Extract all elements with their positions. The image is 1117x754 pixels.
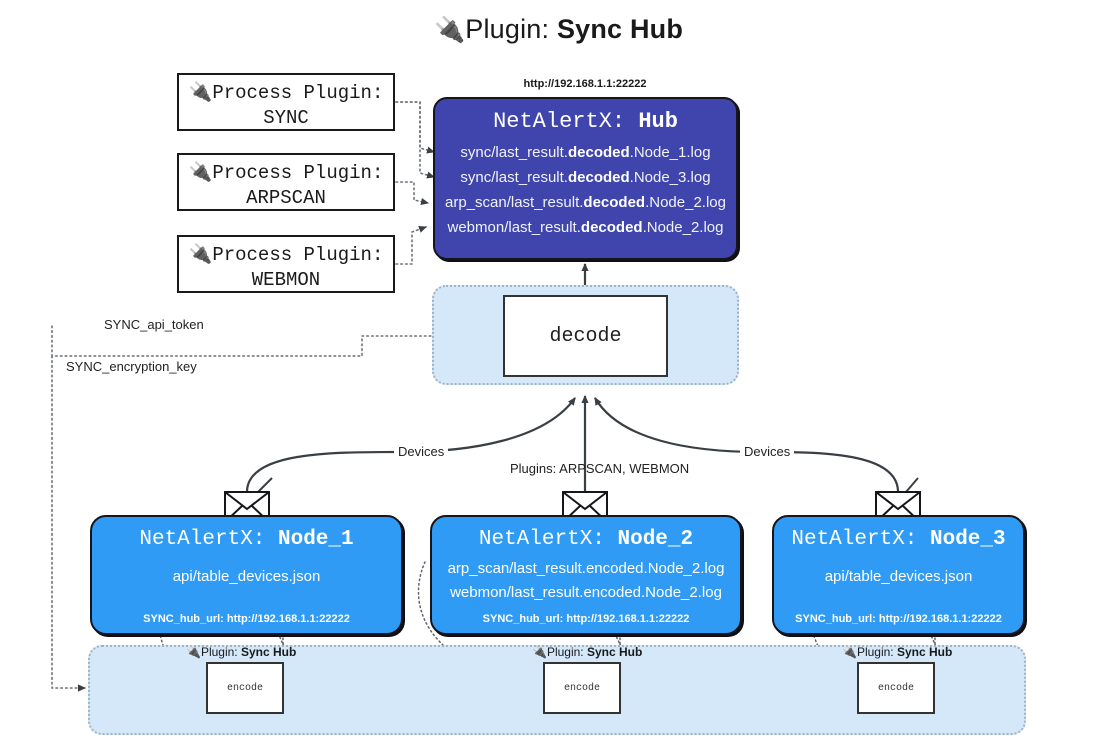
- node-data-line: api/table_devices.json: [172, 568, 321, 585]
- node-url-label: SYNC_hub_url: http://192.168.1.1:22222: [143, 613, 350, 625]
- encoder-caption-2: 🔌Plugin: Sync Hub: [532, 645, 643, 659]
- hub-log-line: webmon/last_result.decoded.Node_2.log: [447, 218, 724, 236]
- decode-label: decode: [549, 324, 622, 348]
- plug-icon: 🔌: [188, 82, 213, 104]
- edge-label-devices-right: Devices: [740, 444, 795, 459]
- process-plugin-value: SYNC: [263, 107, 309, 130]
- node-url-label: SYNC_hub_url: http://192.168.1.1:22222: [482, 613, 690, 625]
- encode-box-3[interactable]: encode: [857, 662, 935, 714]
- encode-label: encode: [226, 682, 263, 694]
- node-data-line: api/table_devices.json: [824, 568, 973, 585]
- config-label-encryption-key: SYNC_encryption_key: [62, 359, 201, 374]
- config-label-api-token: SYNC_api_token: [100, 317, 208, 332]
- hub-box[interactable]: NetAlertX: Hub sync/last_result.decoded.…: [433, 97, 738, 260]
- encoder-caption-3: 🔌Plugin: Sync Hub: [842, 645, 953, 659]
- encode-box-2[interactable]: encode: [543, 662, 621, 714]
- hub-title: NetAlertX: Hub: [493, 109, 678, 134]
- node-box-node-2[interactable]: NetAlertX: Node_2 arp_scan/last_result.e…: [430, 515, 742, 635]
- node-box-node-1[interactable]: NetAlertX: Node_1 api/table_devices.json…: [90, 515, 403, 635]
- hub-url-label: http://192.168.1.1:22222: [523, 78, 647, 90]
- process-plugin-webmon[interactable]: 🔌Process Plugin: WEBMON: [177, 235, 395, 293]
- plug-icon: 🔌: [188, 162, 213, 184]
- process-plugin-sync[interactable]: 🔌Process Plugin: SYNC: [177, 73, 395, 131]
- edge-label-plugins-center: Plugins: ARPSCAN, WEBMON: [510, 461, 690, 476]
- process-plugin-arpscan[interactable]: 🔌Process Plugin: ARPSCAN: [177, 153, 395, 211]
- encode-box-1[interactable]: encode: [206, 662, 284, 714]
- process-plugin-label: Process Plugin:: [212, 162, 384, 184]
- plug-icon: 🔌: [532, 645, 547, 659]
- decode-box[interactable]: decode: [503, 295, 668, 377]
- plug-icon: 🔌: [188, 244, 213, 266]
- title-name: Sync Hub: [556, 14, 684, 44]
- plug-icon: 🔌: [186, 645, 201, 659]
- hub-log-line: sync/last_result.decoded.Node_1.log: [460, 144, 711, 161]
- node-url-label: SYNC_hub_url: http://192.168.1.1:22222: [795, 613, 1002, 625]
- process-plugin-label: Process Plugin:: [212, 82, 384, 104]
- hub-log-line: sync/last_result.decoded.Node_3.log: [460, 168, 711, 186]
- process-plugin-value: ARPSCAN: [246, 187, 326, 210]
- node-title: NetAlertX: Node_1: [139, 528, 354, 551]
- encode-label: encode: [877, 682, 914, 694]
- hub-log-list: sync/last_result.decoded.Node_1.log sync…: [435, 141, 736, 241]
- encoder-caption-1: 🔌Plugin: Sync Hub: [186, 645, 297, 659]
- encode-label: encode: [563, 682, 600, 694]
- node-title: NetAlertX: Node_3: [791, 528, 1006, 551]
- hub-log-line: arp_scan/last_result.decoded.Node_2.log: [445, 193, 726, 211]
- plug-icon: 🔌: [433, 16, 466, 44]
- node-box-node-3[interactable]: NetAlertX: Node_3 api/table_devices.json…: [772, 515, 1025, 635]
- edge-label-devices-left: Devices: [394, 444, 449, 459]
- page-title: 🔌Plugin: Sync Hub: [0, 14, 1117, 45]
- node-data-line: arp_scan/last_result.encoded.Node_2.log: [447, 560, 725, 577]
- node-title: NetAlertX: Node_2: [478, 528, 694, 551]
- node-data-line: webmon/last_result.encoded.Node_2.log: [450, 584, 722, 601]
- plug-icon: 🔌: [842, 645, 857, 659]
- process-plugin-label: Process Plugin:: [212, 244, 384, 266]
- process-plugin-value: WEBMON: [251, 269, 321, 292]
- title-prefix: Plugin:: [465, 14, 550, 44]
